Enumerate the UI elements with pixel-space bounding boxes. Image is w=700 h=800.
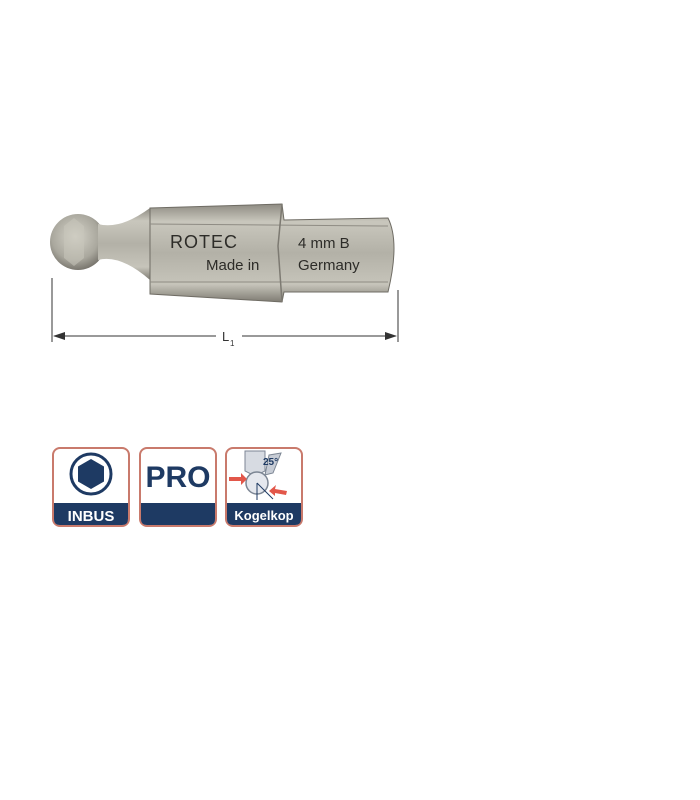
inbus-label: INBUS xyxy=(68,508,115,525)
dimension-label: L xyxy=(222,329,229,344)
size-engraving: 4 mm B xyxy=(298,235,350,252)
kogelkop-label: Kogelkop xyxy=(234,508,293,523)
origin-left-engraving: Made in xyxy=(206,257,259,274)
ball-hex-bit: ROTEC 4 mm B Made in Germany L 1 xyxy=(50,203,399,348)
dimension-arrow-right xyxy=(385,332,397,340)
hex-icon xyxy=(78,459,104,489)
ball-head-icon: 25° xyxy=(229,450,287,500)
angle-label: 25° xyxy=(263,457,278,468)
hex-shank xyxy=(149,203,395,303)
dimension-arrow-left xyxy=(53,332,65,340)
product-image: ROTEC 4 mm B Made in Germany L 1 xyxy=(40,190,420,350)
bit-neck xyxy=(98,208,150,280)
pro-icon: PRO xyxy=(145,461,210,494)
origin-right-engraving: Germany xyxy=(298,257,360,274)
brand-engraving: ROTEC xyxy=(170,232,238,252)
pro-badge: PRO xyxy=(139,447,217,527)
kogelkop-badge: 25° Kogelkop xyxy=(225,447,303,527)
dimension-subscript: 1 xyxy=(230,339,235,348)
inbus-badge: INBUS xyxy=(52,447,130,527)
